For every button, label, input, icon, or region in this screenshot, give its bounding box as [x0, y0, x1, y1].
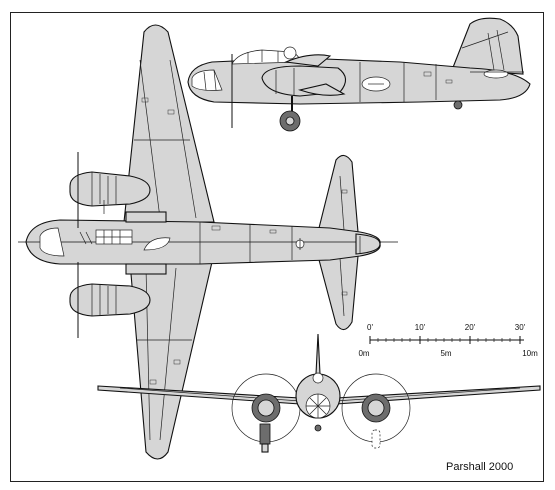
side-view [187, 17, 531, 132]
scale-foot-label-0: 0' [367, 323, 373, 332]
side-tail-fin [451, 17, 524, 75]
top-tailplane-upper [317, 154, 359, 233]
top-engine-nacelle-upper [69, 171, 151, 207]
scale-meter-label-10: 10m [522, 349, 538, 358]
scale-meter-label-0: 0m [358, 349, 369, 358]
side-dorsal-turret [283, 46, 297, 60]
top-wing-lower [129, 261, 213, 460]
scale-bar: 0' 10' 20' 30' 0m 5m 10m [358, 323, 538, 358]
top-wing-upper [123, 24, 215, 223]
scale-foot-label-30: 30' [515, 323, 526, 332]
top-view [18, 24, 398, 460]
top-tailplane-lower [317, 255, 359, 331]
front-fin [315, 333, 321, 375]
top-engine-nacelle-lower [69, 283, 151, 317]
drawing-frame [10, 12, 544, 482]
scale-foot-label-20: 20' [465, 323, 476, 332]
front-view [97, 333, 541, 453]
side-tail-wheel [453, 100, 463, 110]
scale-foot-label-10: 10' [415, 323, 426, 332]
scale-meter-label-5: 5m [440, 349, 451, 358]
front-left-gear [259, 423, 271, 445]
artist-credit: Parshall 2000 [446, 461, 514, 473]
side-tail-gunner-window [483, 69, 509, 79]
